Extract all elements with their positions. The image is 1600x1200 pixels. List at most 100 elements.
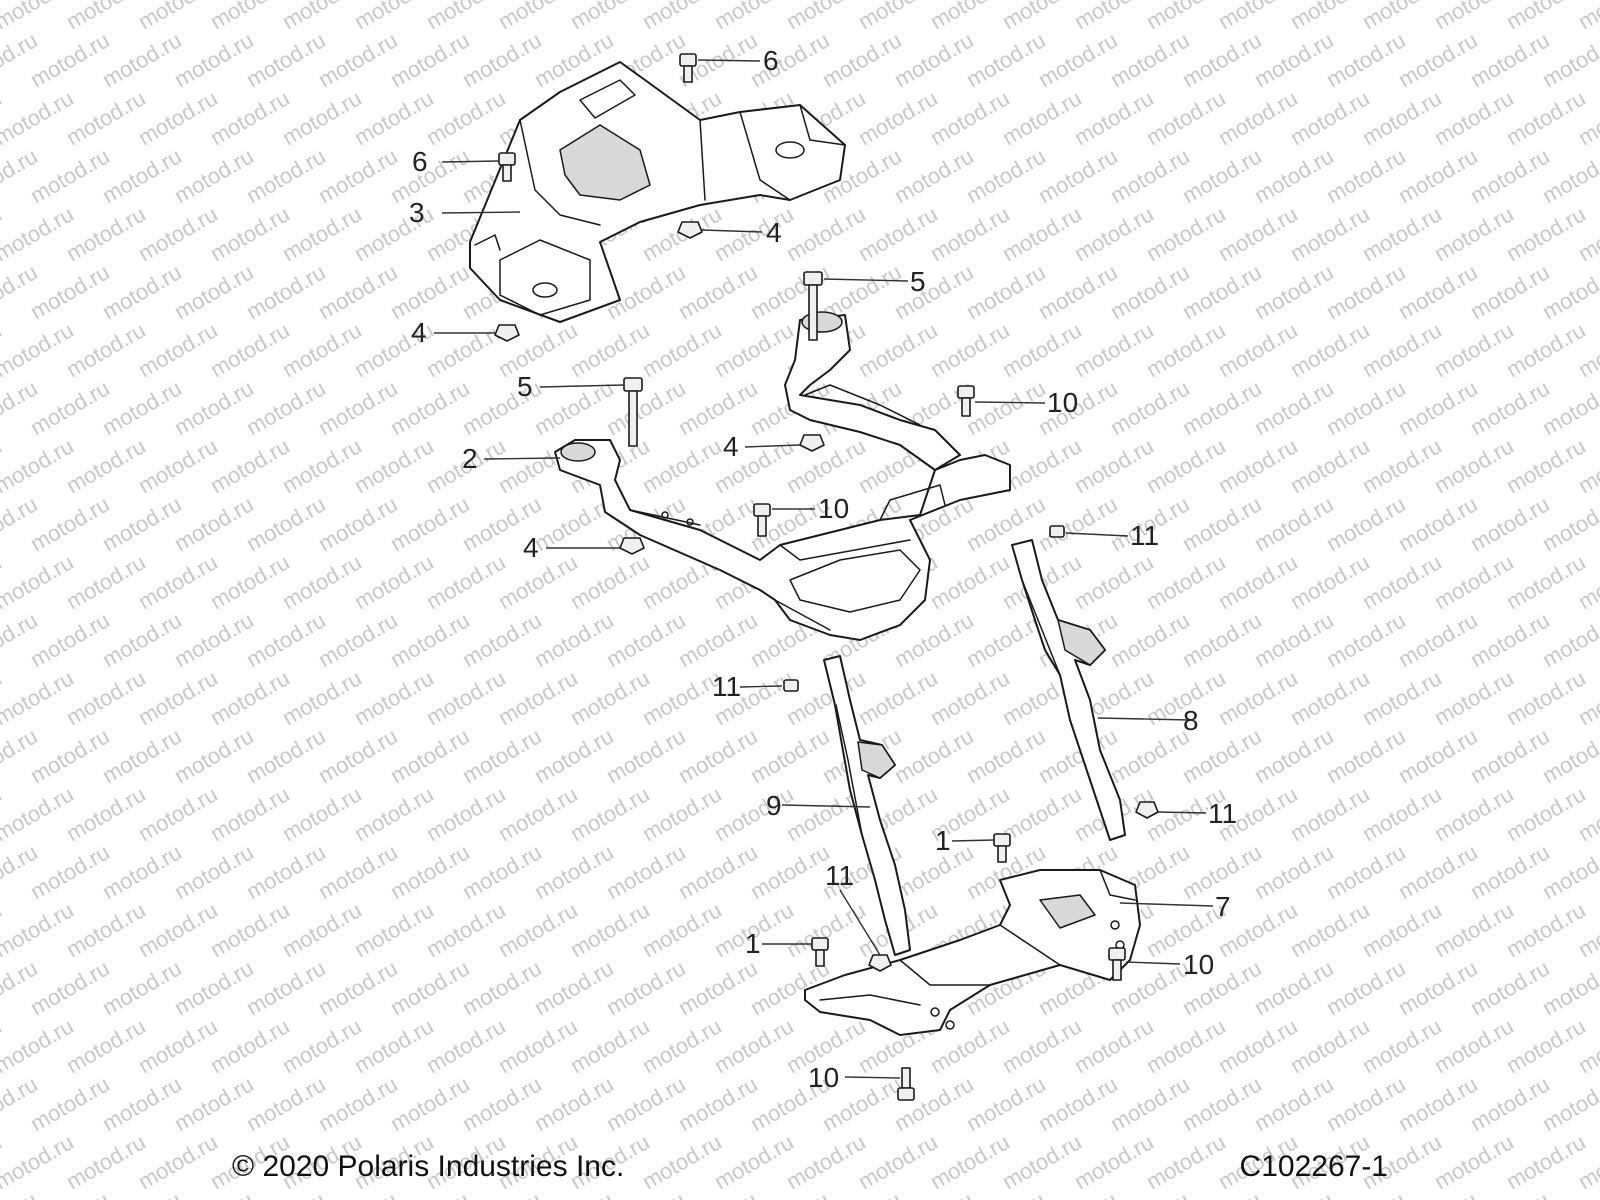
callouts: 6 6 3 4 4 5 5 10 2 4 10 4 11 11 8 9 11 1… bbox=[409, 45, 1237, 1093]
watermark-text: motod.ru bbox=[494, 897, 582, 962]
watermark-text: motod.ru bbox=[854, 665, 942, 730]
watermark-text: motod.ru bbox=[1106, 143, 1194, 208]
watermark-text: motod.ru bbox=[62, 85, 150, 150]
watermark-text: motod.ru bbox=[926, 665, 1014, 730]
nut-4-upper-right bbox=[677, 221, 703, 239]
watermark-text: motod.ru bbox=[62, 549, 150, 614]
watermark-text: motod.ru bbox=[638, 1129, 726, 1194]
watermark-text: motod.ru bbox=[314, 143, 402, 208]
watermark-text: motod.ru bbox=[1250, 607, 1338, 672]
watermark-text: motod.ru bbox=[1430, 665, 1518, 730]
watermark-text: motod.ru bbox=[926, 201, 1014, 266]
nut-4-lower bbox=[619, 537, 645, 555]
watermark-text: motod.ru bbox=[1286, 665, 1374, 730]
watermark-text: motod.ru bbox=[1250, 143, 1338, 208]
watermark-text: motod.ru bbox=[1358, 317, 1446, 382]
watermark-text: motod.ru bbox=[1034, 1071, 1122, 1136]
watermark-text: motod.ru bbox=[314, 839, 402, 904]
watermark-text: motod.ru bbox=[314, 1071, 402, 1136]
watermark-text: motod.ru bbox=[998, 201, 1086, 266]
watermark-text: motod.ru bbox=[782, 897, 870, 962]
watermark-text: motod.ru bbox=[1214, 549, 1302, 614]
watermark-text: motod.ru bbox=[1466, 375, 1554, 440]
watermark-text: motod.ru bbox=[386, 955, 474, 1020]
watermark-text: motod.ru bbox=[1070, 317, 1158, 382]
watermark-text: motod.ru bbox=[134, 1129, 222, 1194]
watermark-text: motod.ru bbox=[1466, 607, 1554, 672]
watermark-text: motod.ru bbox=[1106, 259, 1194, 324]
watermark-text: motod.ru bbox=[26, 1187, 114, 1200]
callout-4-upper-right: 4 bbox=[766, 217, 782, 248]
watermark-text: motod.ru bbox=[1250, 955, 1338, 1020]
callout-2: 2 bbox=[462, 443, 478, 474]
watermark-text: motod.ru bbox=[26, 955, 114, 1020]
callout-11-d: 11 bbox=[825, 860, 854, 891]
watermark-text: motod.ru bbox=[1430, 85, 1518, 150]
watermark-text: motod.ru bbox=[206, 665, 294, 730]
watermark-text: motod.ru bbox=[458, 27, 546, 92]
watermark-text: motod.ru bbox=[1034, 491, 1122, 556]
watermark-text: motod.ru bbox=[1430, 433, 1518, 498]
watermark-text: motod.ru bbox=[26, 259, 114, 324]
watermark-text: motod.ru bbox=[1178, 1187, 1266, 1200]
watermark-text: motod.ru bbox=[170, 259, 258, 324]
watermark-text: motod.ru bbox=[26, 1071, 114, 1136]
watermark-text: motod.ru bbox=[1070, 201, 1158, 266]
watermark-text: motod.ru bbox=[206, 549, 294, 614]
watermark-text: motod.ru bbox=[386, 723, 474, 788]
watermark-text: motod.ru bbox=[350, 549, 438, 614]
copyright-notice: © 2020 Polaris Industries Inc. bbox=[232, 1150, 625, 1183]
watermark-text: motod.ru bbox=[1214, 85, 1302, 150]
watermark-text: motod.ru bbox=[1538, 723, 1600, 788]
watermark-text: motod.ru bbox=[422, 1013, 510, 1078]
watermark-text: motod.ru bbox=[926, 85, 1014, 150]
watermark-text: motod.ru bbox=[1322, 839, 1410, 904]
watermark-text: motod.ru bbox=[98, 607, 186, 672]
watermark-text: motod.ru bbox=[494, 1013, 582, 1078]
watermark-text: motod.ru bbox=[638, 317, 726, 382]
watermark-text: motod.ru bbox=[170, 1071, 258, 1136]
watermark-text: motod.ru bbox=[1322, 27, 1410, 92]
watermark-text: motod.ru bbox=[278, 549, 366, 614]
watermark-text: motod.ru bbox=[1430, 781, 1518, 846]
watermark-text: motod.ru bbox=[1142, 549, 1230, 614]
watermark-text: motod.ru bbox=[1538, 839, 1600, 904]
watermark-text: motod.ru bbox=[242, 375, 330, 440]
watermark-text: motod.ru bbox=[1070, 1129, 1158, 1194]
watermark-text: motod.ru bbox=[1250, 723, 1338, 788]
watermark-text: motod.ru bbox=[1466, 491, 1554, 556]
watermark-text: motod.ru bbox=[494, 665, 582, 730]
watermark-text: motod.ru bbox=[0, 85, 78, 150]
bolt-5-right bbox=[803, 271, 823, 341]
watermark-text: motod.ru bbox=[674, 1187, 762, 1200]
watermark-text: motod.ru bbox=[674, 1071, 762, 1136]
watermark-text: motod.ru bbox=[0, 201, 78, 266]
watermark-text: motod.ru bbox=[926, 1129, 1014, 1194]
watermark-text: motod.ru bbox=[1430, 549, 1518, 614]
watermark-text: motod.ru bbox=[1466, 839, 1554, 904]
watermark-text: motod.ru bbox=[98, 143, 186, 208]
watermark-text: motod.ru bbox=[1286, 897, 1374, 962]
callout-10-d: 10 bbox=[808, 1062, 839, 1093]
watermark-text: motod.ru bbox=[1394, 839, 1482, 904]
watermark-text: motod.ru bbox=[278, 85, 366, 150]
watermark-text: motod.ru bbox=[638, 433, 726, 498]
watermark-text: motod.ru bbox=[674, 955, 762, 1020]
watermark-text: motod.ru bbox=[1250, 1071, 1338, 1136]
callout-1-b: 1 bbox=[745, 928, 761, 959]
watermark-text: motod.ru bbox=[98, 27, 186, 92]
watermark-text: motod.ru bbox=[530, 723, 618, 788]
watermark-text: motod.ru bbox=[1502, 665, 1590, 730]
watermark-text: motod.ru bbox=[134, 201, 222, 266]
watermark-text: motod.ru bbox=[1538, 143, 1600, 208]
watermark-text: motod.ru bbox=[458, 607, 546, 672]
watermark-text: motod.ru bbox=[134, 665, 222, 730]
watermark-text: motod.ru bbox=[602, 1187, 690, 1200]
watermark-text: motod.ru bbox=[566, 897, 654, 962]
watermark-text: motod.ru bbox=[1178, 143, 1266, 208]
watermark-text: motod.ru bbox=[458, 1187, 546, 1200]
watermark-text: motod.ru bbox=[0, 549, 78, 614]
watermark-text: motod.ru bbox=[422, 781, 510, 846]
watermark-text: motod.ru bbox=[1286, 549, 1374, 614]
